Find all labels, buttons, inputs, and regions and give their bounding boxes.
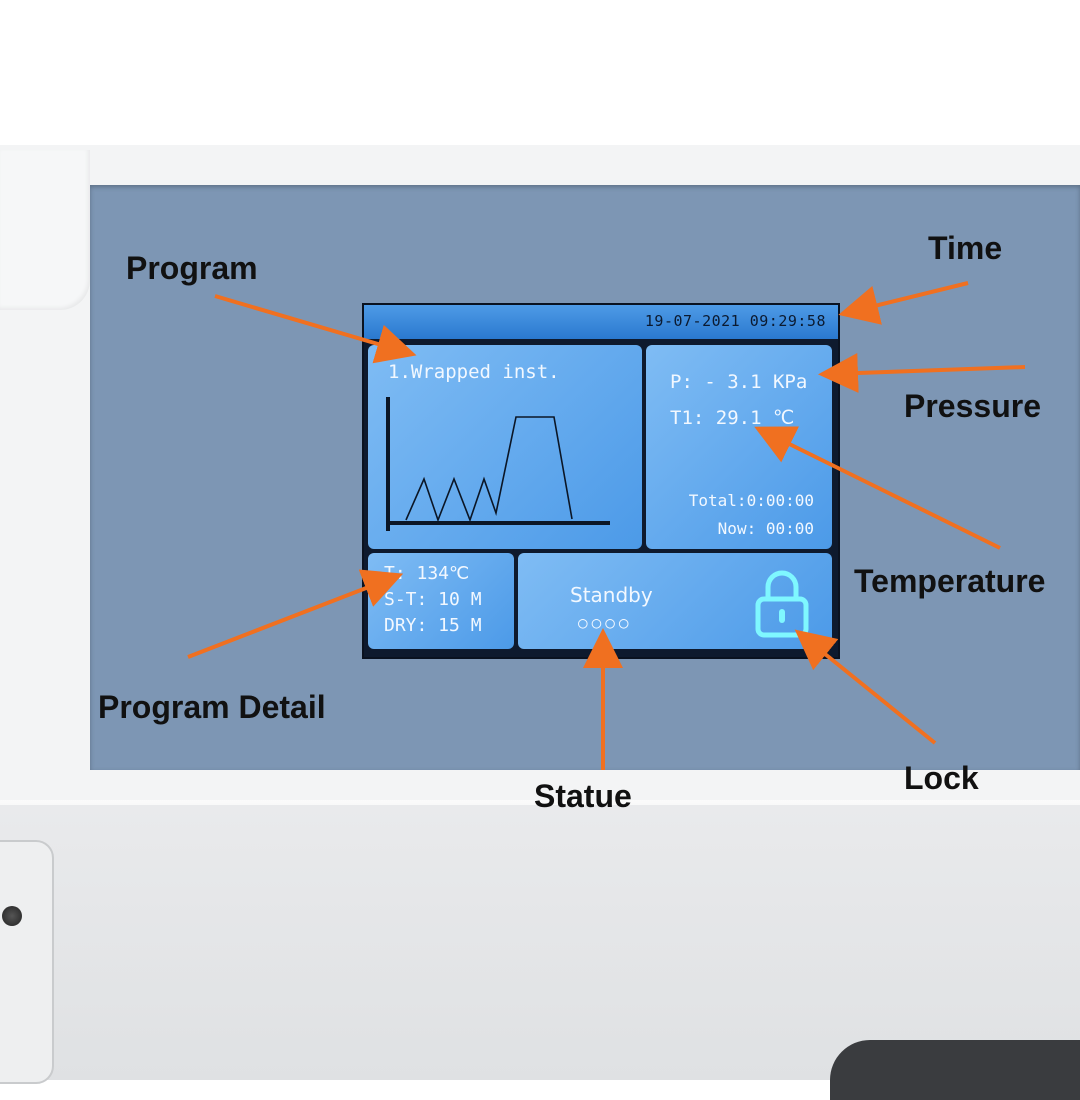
callout-pressure: Pressure [904,388,1041,424]
status-progress-dots: ○○○○ [578,613,633,632]
program-cycle-graph-icon [386,397,610,531]
pressure-reading: P: - 3.1 KPa [670,371,808,393]
housing-tab [0,150,90,310]
callout-lock: Lock [904,760,979,796]
status-panel: Standby ○○○○ [518,553,832,649]
total-time-reading: Total:0:00:00 [688,491,814,510]
callout-program: Program [126,250,258,286]
datetime-display: 19-07-2021 09:29:58 [644,312,826,330]
screen-header: 19-07-2021 09:29:58 [364,305,838,339]
callout-program-detail: Program Detail [98,689,326,725]
program-detail-panel[interactable]: T: 134℃ S-T: 10 M DRY: 15 M [368,553,514,649]
door-handle [830,1040,1080,1100]
callout-statue: Statue [534,778,632,814]
callout-time: Time [928,230,1003,266]
program-panel[interactable]: 1.Wrapped inst. [368,345,642,549]
detail-sterilize-time: S-T: 10 M [384,589,482,610]
screw-icon [2,906,22,926]
program-name: 1.Wrapped inst. [388,361,560,383]
device-lower-body [0,805,1080,1080]
status-text: Standby [570,583,653,607]
lcd-screen: 19-07-2021 09:29:58 1.Wrapped inst. P: -… [362,303,840,659]
padlock-icon[interactable] [754,567,810,639]
temperature-reading: T1: 29.1 ℃ [670,407,795,429]
callout-temperature: Temperature [854,563,1046,599]
readings-panel: P: - 3.1 KPa T1: 29.1 ℃ Total:0:00:00 No… [646,345,832,549]
detail-temperature: T: 134℃ [384,563,470,584]
device-door [0,840,54,1084]
detail-dry-time: DRY: 15 M [384,615,482,636]
current-time-reading: Now: 00:00 [717,519,814,538]
